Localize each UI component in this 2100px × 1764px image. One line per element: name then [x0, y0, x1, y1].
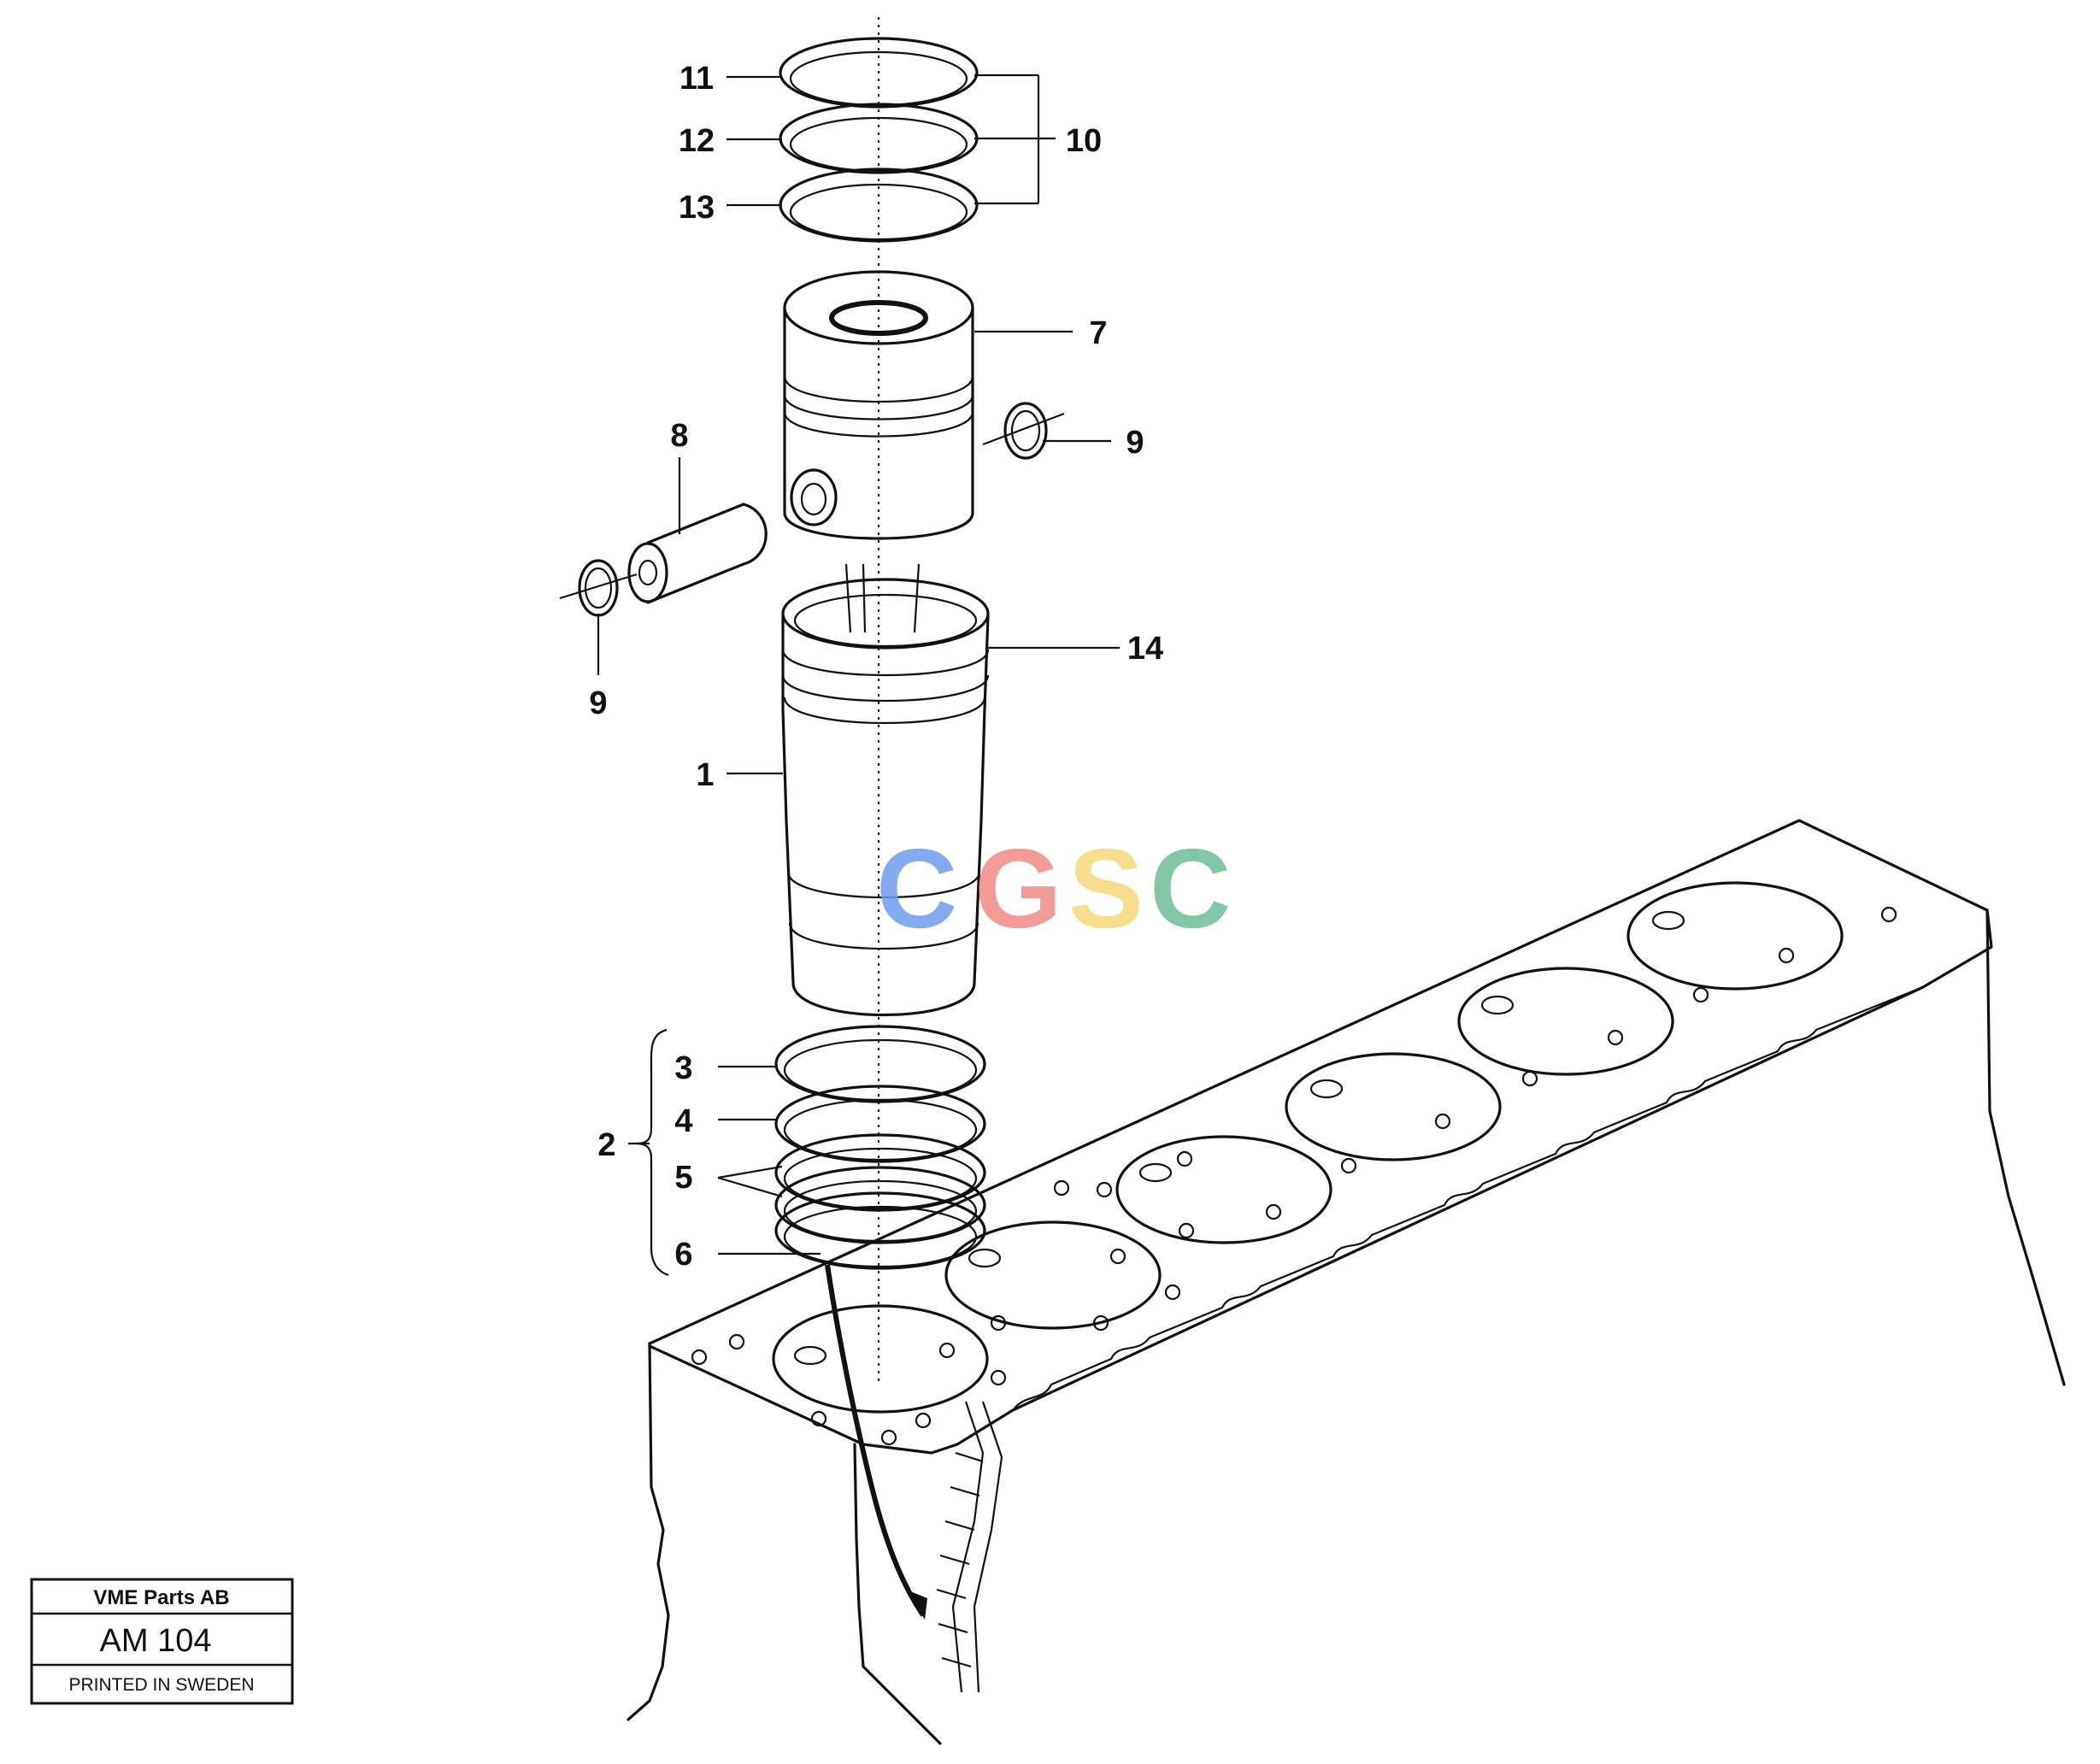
- seal-ring-4: [774, 1085, 986, 1163]
- callout-11: 11: [679, 61, 714, 97]
- callout-14: 14: [1127, 631, 1163, 667]
- title-block-code: AM 104: [100, 1623, 212, 1659]
- cgsc-watermark: C G S C: [876, 826, 1231, 951]
- circlip-left: [559, 559, 638, 617]
- title-block: VME Parts AB AM 104 PRINTED IN SWEDEN: [30, 1578, 294, 1705]
- callout-4: 4: [674, 1103, 692, 1139]
- callout-2: 2: [597, 1127, 615, 1163]
- watermark-letter-s: S: [1068, 826, 1144, 951]
- callout-9-right: 9: [1126, 425, 1144, 461]
- watermark-letter-c1: C: [876, 826, 957, 951]
- callout-7: 7: [1089, 315, 1107, 351]
- leader-lines: [597, 74, 1120, 1277]
- seal-ring-3: [774, 1025, 986, 1103]
- callout-12: 12: [679, 123, 715, 159]
- cylinder-liner: [781, 563, 990, 1017]
- callout-10: 10: [1066, 123, 1102, 159]
- callout-3: 3: [674, 1050, 692, 1086]
- circlip-right: [982, 402, 1065, 460]
- callout-8: 8: [670, 418, 688, 454]
- callout-13: 13: [679, 190, 715, 226]
- callout-5: 5: [674, 1160, 692, 1196]
- title-block-company: VME Parts AB: [93, 1586, 229, 1609]
- callout-9-left: 9: [589, 685, 607, 721]
- watermark-letter-c2: C: [1150, 826, 1231, 951]
- seal-ring-5: [774, 1133, 986, 1244]
- piston-ring-12: [779, 103, 979, 174]
- piston-pin: [627, 503, 768, 604]
- engine-block: [626, 819, 2066, 1745]
- seal-ring-6: [774, 1191, 986, 1270]
- callout-6: 6: [674, 1237, 692, 1273]
- watermark-letter-g: G: [974, 826, 1062, 951]
- title-block-printed: PRINTED IN SWEDEN: [68, 1675, 254, 1695]
- callout-1: 1: [696, 757, 714, 793]
- piston: [783, 270, 974, 540]
- callout-labels: 11 12 13 10 7 9 8 9 14 1 3 4 2 5 6: [589, 61, 1163, 1273]
